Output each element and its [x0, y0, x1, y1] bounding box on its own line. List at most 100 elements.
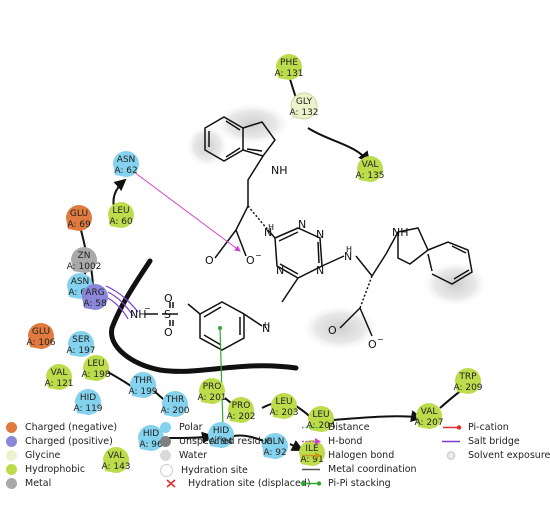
residue-number: A: 197: [66, 346, 95, 356]
atom-nh-right: NH: [392, 226, 409, 239]
residue-number: A: 204: [306, 421, 335, 431]
residue-name: VAL: [51, 368, 68, 378]
atom-n: N: [264, 226, 272, 239]
atom-o-carbonyl: O: [328, 324, 337, 337]
legend-label: H-bond: [328, 436, 363, 447]
residue-node: [416, 403, 442, 429]
pi-pi-stacking-hid94: [218, 326, 225, 430]
legend-label: Hydration site (displaced): [188, 478, 311, 489]
residue-number: A: 199: [128, 387, 157, 397]
atom-charge: −: [144, 304, 151, 313]
legend-marker: [166, 479, 176, 488]
residue-name: LEU: [87, 359, 104, 369]
legend-label: Polar: [179, 422, 203, 433]
atom-o: O: [164, 292, 173, 305]
solvent-halo: [185, 124, 229, 168]
residue-zn1002: ZNA: 1002: [67, 247, 101, 273]
legend-label: Pi-cation: [468, 422, 509, 433]
residue-number: A: 58: [83, 299, 107, 309]
residue-name: PRO: [203, 382, 222, 392]
legend-label: Metal coordination: [328, 464, 417, 475]
residue-number: A: 96: [139, 440, 163, 450]
legend-label: Unspecified residue: [179, 436, 273, 447]
residue-number: A: 121: [44, 379, 73, 389]
residue-name: GLY: [296, 97, 313, 107]
legend-item: Hydration site (displaced): [160, 478, 311, 489]
legend-item: Pi-Pi stacking: [300, 478, 391, 489]
residue-name: GLU: [32, 327, 50, 337]
residue-node: [71, 247, 97, 273]
legend-label: Halogen bond: [328, 450, 395, 461]
legend-marker: [302, 468, 320, 471]
legend-swatch: [160, 450, 171, 461]
legend-item: Metal: [6, 478, 51, 489]
residue-name: VAL: [108, 451, 125, 461]
residue-number: A: 207: [414, 418, 443, 428]
residue-number: A: 200: [160, 406, 189, 416]
atom-h: H: [268, 223, 274, 232]
legend-label: Distance: [328, 422, 370, 433]
legend-label: Water: [179, 450, 208, 461]
legend-label: Metal: [25, 478, 52, 489]
legend-item: Metal coordination: [300, 464, 417, 475]
legend-label: Glycine: [25, 450, 61, 461]
residue-node: [357, 156, 383, 182]
residue-number: A: 132: [289, 108, 318, 118]
residue-name: HID: [80, 393, 96, 403]
residue-number: A: 92: [263, 448, 286, 458]
legend-swatch: [6, 436, 17, 447]
legend-swatch: [160, 464, 173, 477]
residue-node: [113, 151, 139, 177]
residue-name: HID: [213, 426, 229, 436]
residue-number: A: 62: [114, 166, 137, 176]
residue-node: [103, 447, 129, 473]
atom-nh-top: NH: [271, 164, 288, 177]
legend-marker: [300, 481, 322, 486]
residue-name: ASN: [71, 277, 90, 287]
residue-node: [262, 433, 288, 459]
atom-n: N: [316, 264, 324, 277]
legend-item: Unspecified residue: [160, 436, 273, 447]
residue-name: HID: [143, 429, 159, 439]
backbone-leu204-val207: [332, 410, 423, 423]
residue-number: A: 131: [274, 69, 303, 79]
residue-node: [290, 92, 318, 120]
legend-swatch: [160, 422, 171, 433]
legend-swatch: [6, 478, 17, 489]
residue-name: ZN: [78, 251, 91, 261]
binding-pocket-outline: [109, 258, 299, 374]
salt-bridge-lines: [105, 285, 139, 320]
residue-node: [208, 422, 234, 448]
residue-node: [130, 372, 156, 398]
legend-marker: [443, 425, 462, 430]
legend-swatch: [6, 464, 17, 475]
residue-name: THR: [133, 376, 153, 386]
residue-node: [68, 331, 94, 357]
atom-n: N: [262, 322, 270, 335]
hbond-asn62-ligand: [133, 171, 241, 252]
residue-name: ILE: [305, 444, 319, 454]
residue-node: [82, 284, 108, 310]
residue-number: A: 203: [269, 408, 298, 418]
residue-node: [28, 323, 54, 349]
ligand-structure: [145, 116, 473, 351]
atom-h: H: [346, 245, 352, 254]
atom-o: O: [164, 326, 173, 339]
